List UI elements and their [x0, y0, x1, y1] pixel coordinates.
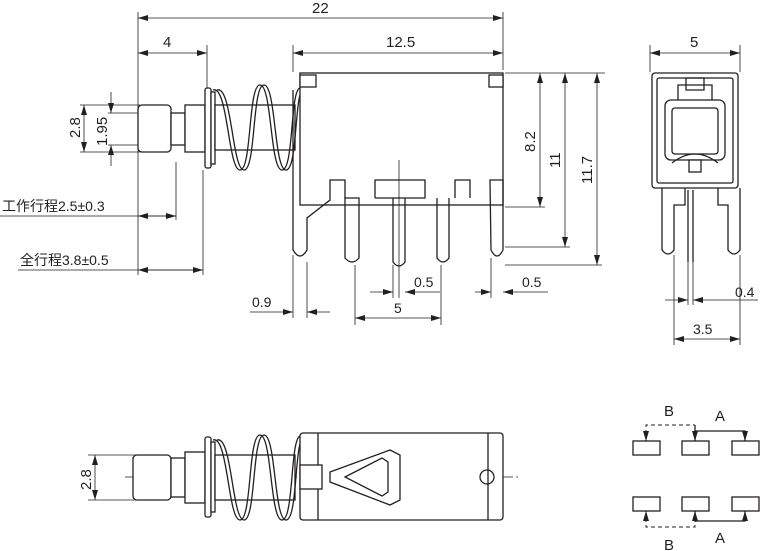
side-view: 5 0.4 3.5 [649, 34, 758, 345]
dim-12-5-label: 12.5 [386, 34, 415, 51]
circuit-label-a-bottom: A [715, 530, 725, 547]
terminal [681, 496, 710, 512]
terminal [681, 440, 710, 456]
dim-11-label: 11 [547, 152, 564, 168]
spring [212, 84, 301, 171]
terminal [731, 496, 760, 512]
side-dim-5-label: 5 [690, 34, 698, 51]
dim-leg-width-label: 0.5 [522, 274, 542, 290]
plunger-button [137, 104, 172, 153]
working-stroke-label: 工作行程2.5±0.3 [2, 198, 105, 214]
circuit-label-b-top: B [664, 403, 674, 420]
full-stroke-label: 全行程3.8±0.5 [20, 252, 109, 268]
flange [204, 87, 212, 169]
circuit-label-b-bottom: B [664, 537, 674, 551]
dim-pitch-label: 5 [394, 300, 402, 316]
dim-2-8-label: 2.8 [67, 117, 84, 138]
top-view: 2.8 [78, 432, 520, 521]
pin-1 [344, 197, 360, 263]
dim-4-label: 4 [163, 34, 171, 51]
terminal [632, 496, 661, 512]
right-leg [489, 179, 504, 257]
circuit-diagram: B A B A [632, 403, 760, 551]
dim-pin-width-label: 0.5 [414, 274, 434, 290]
side-dim-3-5-label: 3.5 [693, 321, 713, 337]
terminal [731, 440, 760, 456]
pin-3 [436, 198, 450, 263]
dim-22-label: 22 [312, 0, 329, 17]
dim-0-9-label: 0.9 [252, 294, 272, 310]
front-view: 22 4 12.5 2.8 1.95 工作行程2.5±0.3 全行程3.8±0.… [0, 0, 605, 325]
terminal [632, 440, 661, 456]
dim-11-7-label: 11.7 [579, 156, 596, 184]
dim-1-95-label: 1.95 [94, 117, 111, 146]
switch-body [299, 72, 504, 206]
dim-8-2-label: 8.2 [522, 131, 539, 152]
side-dim-0-4-label: 0.4 [735, 284, 755, 300]
circuit-label-a-top: A [715, 408, 725, 425]
top-dim-2-8-label: 2.8 [78, 469, 95, 490]
